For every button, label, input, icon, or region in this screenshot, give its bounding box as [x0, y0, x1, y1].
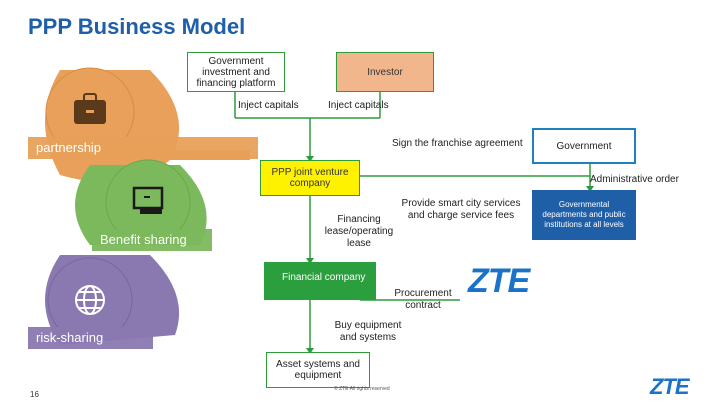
gov-investment-platform-box: Government investment and financing plat…	[187, 52, 285, 92]
risk-banner	[28, 327, 153, 349]
franchise-agreement-label: Sign the franchise agreement	[392, 138, 523, 149]
buy-equipment-label: Buy equipment and systems	[334, 320, 402, 343]
risk-sharing-label: risk-sharing	[36, 330, 104, 345]
partnership-label: partnership	[36, 140, 102, 155]
procurement-contract-label: Procurement contract	[394, 288, 452, 311]
investor-box: Investor	[336, 52, 434, 92]
copyright-text: © ZTE All rights reserved	[334, 386, 390, 392]
globe-icon	[75, 285, 105, 315]
inject-capitals-label-1: Inject capitals	[238, 100, 299, 111]
benefit-sharing-label: Benefit sharing	[100, 232, 187, 247]
ppp-joint-venture-box: PPP joint venture company	[260, 160, 360, 196]
asset-systems-box: Asset systems and equipment	[266, 352, 370, 388]
zte-footer-logo: ZTE	[650, 374, 690, 399]
page-title: PPP Business Model	[28, 14, 246, 39]
briefcase-icon	[74, 93, 106, 124]
gov-departments-box: Governmental departments and public inst…	[532, 190, 636, 240]
page-number: 16	[30, 390, 39, 399]
smart-city-services-label: Provide smart city services and charge s…	[401, 198, 521, 221]
benefit-banner	[92, 229, 212, 251]
financing-lease-label: Financing lease/operating lease	[324, 214, 394, 249]
administrative-order-label: Administrative order	[590, 174, 679, 185]
computer-icon	[132, 186, 164, 214]
government-box: Government	[532, 128, 636, 164]
partnership-banner	[28, 137, 258, 159]
financial-company-box: Financial company	[264, 262, 376, 300]
inject-capitals-label-2: Inject capitals	[328, 100, 389, 111]
zte-logo: ZTE	[468, 262, 530, 300]
